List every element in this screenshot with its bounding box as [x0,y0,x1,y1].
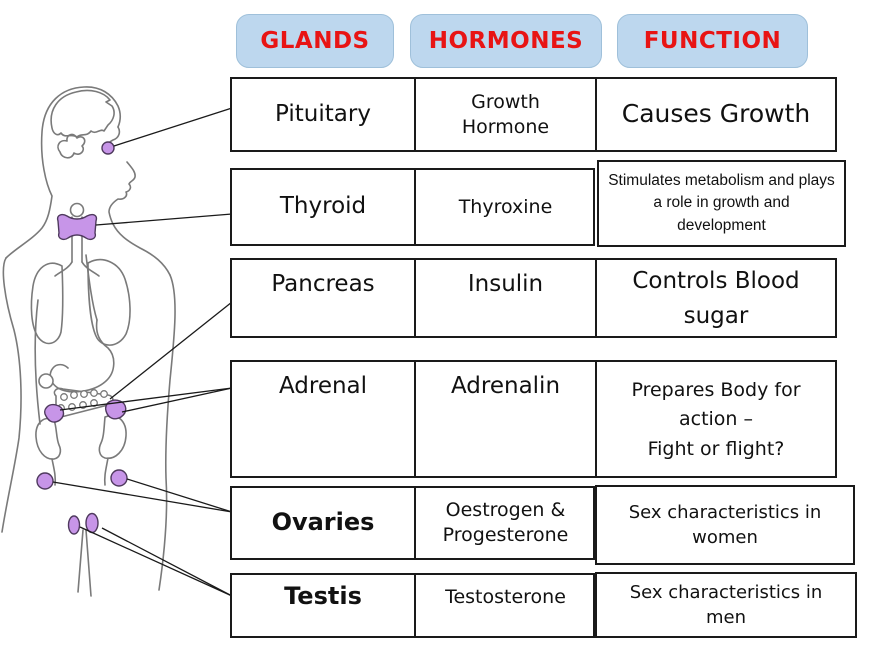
pituitary-gland [101,141,115,155]
cell-gland-ovaries: Ovaries [271,508,375,537]
left-kidney [35,417,62,460]
row-testis: Testis Testosterone [230,573,595,638]
face-profile [108,161,171,276]
cell-hormone-adrenalin: Adrenalin [414,362,595,476]
header-hormones-label: HORMONES [428,28,584,54]
cell-hormone-testosterone: Testosterone [414,575,595,636]
header-hormones: HORMONES [410,14,602,68]
cell-hormone-insulin: Insulin [414,260,595,336]
connector-adrenal-left [59,387,233,411]
row-adrenal: Adrenal Adrenalin Prepares Body for acti… [230,360,837,478]
connector-ovary-left [52,481,233,513]
cell-gland-adrenal: Adrenal [278,373,368,399]
adrenal-gland-left [44,403,65,423]
ovary-right [110,469,128,487]
connector-ovary-right [126,478,233,513]
adrenal-gland-right [105,399,127,420]
cell-gland-pancreas: Pancreas [271,271,375,297]
cell-function-blood-sugar: Controls Blood sugar [595,260,835,336]
ureters [51,457,109,486]
connector-pituitary [113,107,233,147]
cell-function-fight-or-flight: Prepares Body for action – Fight or flig… [595,362,835,476]
connector-testis-right [101,527,233,597]
connector-testis-left [79,526,233,597]
torso-left-side [1,257,22,533]
cell-hormone-growth-hormone: Growth Hormone [414,79,595,150]
cell-hormone-thyroxine: Thyroxine [414,170,595,244]
connector-thyroid [95,213,233,226]
head-outline [5,86,122,259]
right-lung [87,258,131,346]
legs [77,529,92,597]
thyroid-gland [56,213,98,241]
cell-function-women: Sex characteristics in women [595,485,855,565]
header-function-label: FUNCTION [643,28,782,54]
torso-right-side [158,274,176,591]
left-lung [30,262,64,345]
row-pituitary: Pituitary Growth Hormone Causes Growth [230,77,837,152]
row-ovaries: Ovaries Oestrogen & Progesterone [230,486,595,560]
cerebellum-squiggle [57,133,86,159]
header-glands: GLANDS [236,14,394,68]
connector-pancreas [109,301,233,400]
bronchi [54,261,100,277]
larynx [69,202,85,218]
duodenum-bulb [38,373,54,389]
testis-left [67,515,81,535]
row-pancreas: Pancreas Insulin Controls Blood sugar [230,258,837,338]
row-thyroid: Thyroid Thyroxine [230,168,595,246]
testis-right [85,512,99,534]
stomach [49,319,115,393]
header-glands-label: GLANDS [260,28,370,54]
right-kidney [98,414,127,460]
connector-adrenal-right [121,387,233,413]
cell-gland-pituitary: Pituitary [275,100,371,127]
cell-gland-thyroid: Thyroid [279,193,367,220]
waist-line [34,299,41,425]
header-function: FUNCTION [617,14,808,68]
cell-gland-testis: Testis [284,582,362,610]
ovary-left [36,472,54,490]
cell-hormone-oestrogen-progesterone: Oestrogen & Progesterone [414,488,595,558]
cell-function-causes-growth: Causes Growth [595,79,835,150]
cell-function-thyroid: Stimulates metabolism and plays a role i… [597,160,846,247]
pancreas-islets [57,389,108,412]
cell-function-men: Sex characteristics in men [595,572,857,638]
oesophagus [85,254,98,321]
brain-outline [50,89,115,138]
